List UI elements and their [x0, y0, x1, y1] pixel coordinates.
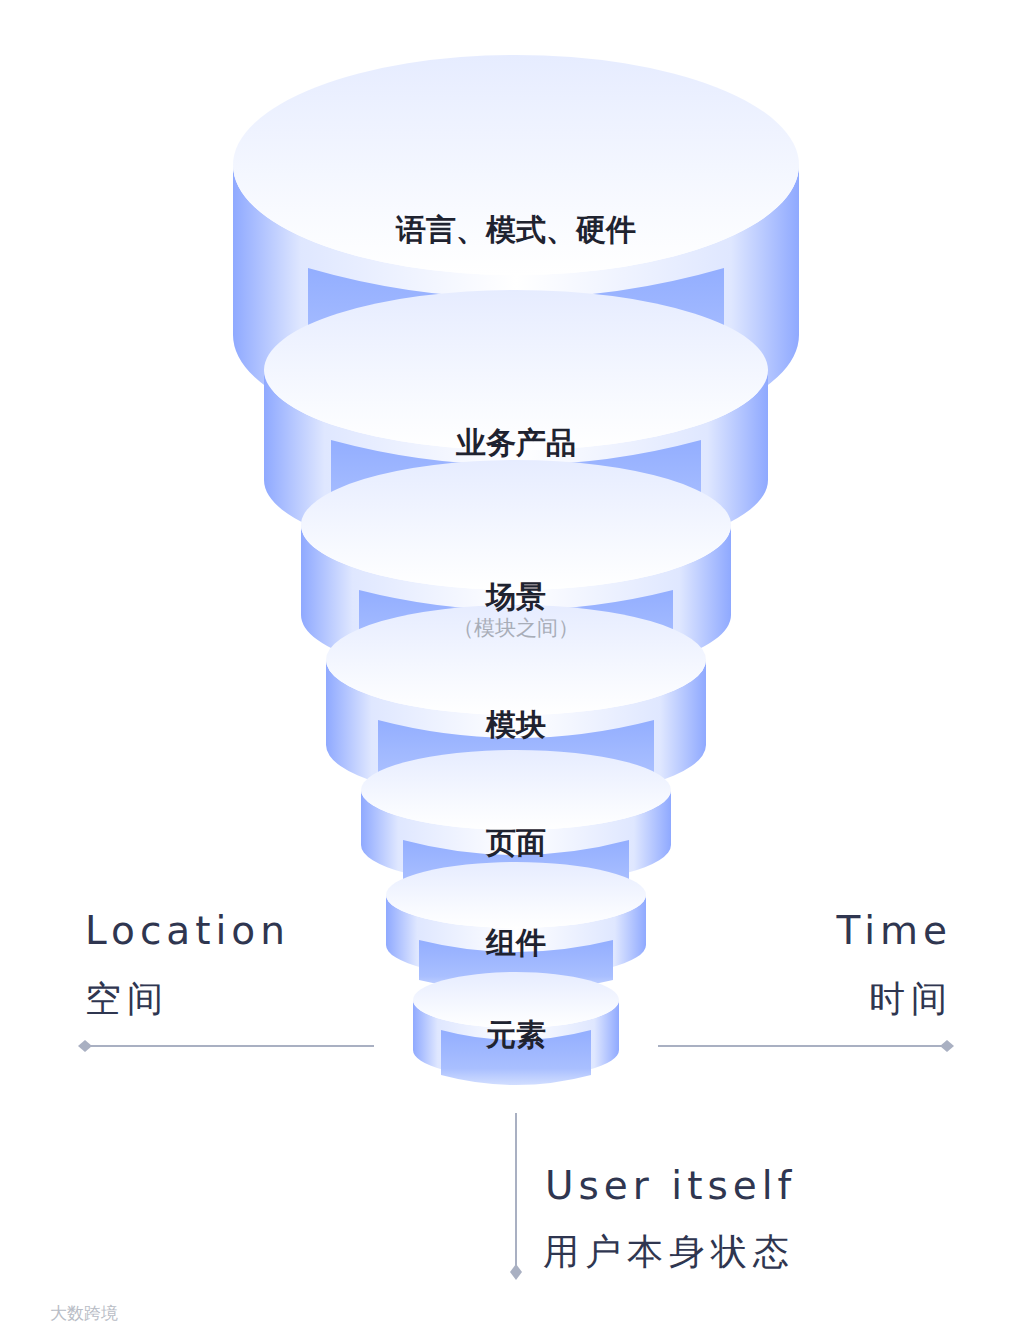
funnel-level: 组件	[486, 925, 546, 961]
axis-label: 用户本身状态	[543, 1228, 795, 1277]
watermark: 大数跨境	[50, 1302, 118, 1325]
level-title: 页面	[486, 825, 546, 861]
ring-top	[326, 605, 706, 715]
level-title: 模块	[486, 707, 546, 743]
funnel-level: 页面	[486, 825, 546, 861]
funnel-level: 元素	[486, 1017, 546, 1053]
time-axis	[658, 1045, 944, 1047]
level-title: 元素	[486, 1017, 546, 1053]
level-title: 场景	[453, 579, 579, 615]
funnel-level: 语言、模式、硬件	[396, 212, 636, 248]
axis-diamond	[510, 1264, 522, 1280]
axis-label: Location	[85, 908, 290, 953]
level-title: 业务产品	[456, 425, 576, 461]
level-title: 组件	[486, 925, 546, 961]
location-axis	[86, 1045, 374, 1047]
funnel-level: 场景（模块之间）	[453, 579, 579, 641]
funnel-level: 业务产品	[456, 425, 576, 461]
ring-top	[386, 862, 646, 928]
ring-top	[301, 460, 731, 590]
axis-label: 时间	[869, 975, 953, 1024]
user-axis	[515, 1113, 517, 1266]
axis-label: 空间	[85, 975, 169, 1024]
funnel-level: 模块	[486, 707, 546, 743]
axis-lines	[78, 1040, 954, 1280]
axis-diamond	[78, 1040, 92, 1052]
level-title: 语言、模式、硬件	[396, 212, 636, 248]
ring-top	[233, 55, 799, 275]
axis-label: Time	[837, 908, 952, 953]
axis-label: User itself	[545, 1163, 796, 1208]
level-note: （模块之间）	[453, 615, 579, 641]
axis-diamond	[940, 1040, 954, 1052]
funnel-rings	[233, 55, 799, 1085]
ring-top	[361, 750, 671, 830]
